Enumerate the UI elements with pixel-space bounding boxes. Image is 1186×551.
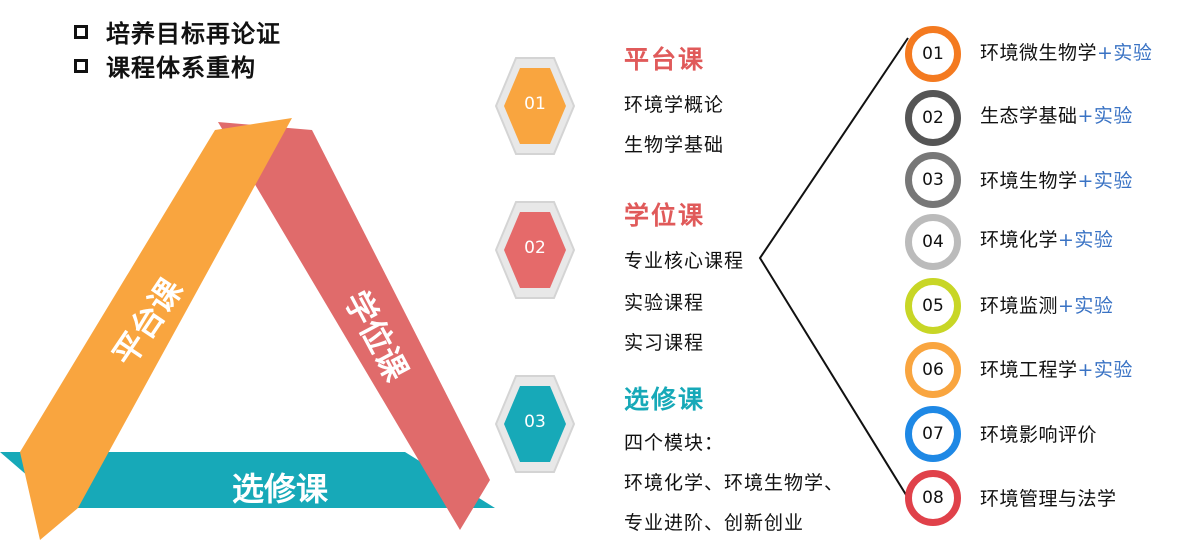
course-name: 环境监测 xyxy=(980,295,1059,317)
hexagon-number: 02 xyxy=(524,238,546,258)
category-item: 四个模块： xyxy=(624,432,725,454)
course-item-05: 环境监测+实验 xyxy=(980,291,1113,318)
course-number-04: 04 xyxy=(905,214,961,270)
header-bullet-1: 培养目标再论证 xyxy=(74,14,281,49)
course-number-03: 03 xyxy=(905,152,961,208)
category-item: 环境学概论 xyxy=(624,94,725,116)
left-band xyxy=(20,118,292,540)
hexagon-node-01: 01 xyxy=(494,56,576,156)
course-name: 环境生物学 xyxy=(980,170,1078,192)
category-title-degree: 学位课 xyxy=(624,201,706,230)
checkbox-icon xyxy=(74,24,88,39)
header-bullet-2: 课程体系重构 xyxy=(74,48,256,83)
course-number-05: 05 xyxy=(905,278,961,334)
course-suffix: +实验 xyxy=(1097,42,1153,64)
course-item-01: 环境微生物学+实验 xyxy=(980,38,1152,65)
category-item: 环境化学、环境生物学、 xyxy=(624,472,845,494)
category-title-elective: 选修课 xyxy=(624,385,706,414)
course-name: 生态学基础 xyxy=(980,105,1078,127)
bottom-band xyxy=(0,452,495,508)
category-item: 专业核心课程 xyxy=(624,250,745,272)
course-item-08: 环境管理与法学 xyxy=(980,484,1117,511)
hexagon-number: 03 xyxy=(524,412,546,432)
course-name: 环境化学 xyxy=(980,229,1059,251)
header-text-2: 课程体系重构 xyxy=(106,54,256,82)
category-item: 专业进阶、创新创业 xyxy=(624,512,805,534)
category-item: 实验课程 xyxy=(624,292,705,314)
category-title-platform: 平台课 xyxy=(624,45,706,74)
course-triangle xyxy=(0,118,495,540)
category-item: 实习课程 xyxy=(624,332,705,354)
course-suffix: +实验 xyxy=(1058,295,1114,317)
course-number-02: 02 xyxy=(905,90,961,146)
course-item-03: 环境生物学+实验 xyxy=(980,166,1133,193)
hexagon-node-02: 02 xyxy=(494,200,576,300)
course-item-02: 生态学基础+实验 xyxy=(980,101,1133,128)
course-suffix: +实验 xyxy=(1077,170,1133,192)
hexagon-number: 01 xyxy=(524,94,546,114)
bracket-connector xyxy=(758,37,909,499)
course-suffix: +实验 xyxy=(1058,229,1114,251)
course-item-07: 环境影响评价 xyxy=(980,420,1097,447)
course-item-06: 环境工程学+实验 xyxy=(980,355,1133,382)
course-suffix: +实验 xyxy=(1077,105,1133,127)
category-item: 生物学基础 xyxy=(624,134,725,156)
course-suffix: +实验 xyxy=(1077,359,1133,381)
checkbox-icon xyxy=(74,58,88,73)
course-name: 环境管理与法学 xyxy=(980,488,1117,510)
header-text-1: 培养目标再论证 xyxy=(106,20,281,48)
course-item-04: 环境化学+实验 xyxy=(980,225,1113,252)
course-name: 环境工程学 xyxy=(980,359,1078,381)
course-name: 环境影响评价 xyxy=(980,424,1098,446)
course-number-01: 01 xyxy=(905,26,961,82)
course-number-07: 07 xyxy=(905,406,961,462)
course-number-06: 06 xyxy=(905,342,961,398)
right-band xyxy=(218,122,490,530)
hexagon-node-03: 03 xyxy=(494,374,576,474)
course-number-08: 08 xyxy=(905,470,961,526)
band-label-bottom: 选修课 xyxy=(232,470,329,508)
course-name: 环境微生物学 xyxy=(980,42,1098,64)
